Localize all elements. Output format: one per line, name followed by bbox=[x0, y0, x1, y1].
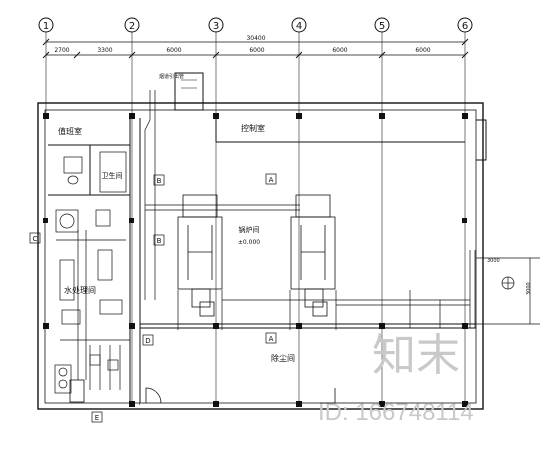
dim-span-6: 6000 bbox=[415, 47, 430, 54]
svg-text:1: 1 bbox=[43, 21, 49, 32]
dim-total: 30400 bbox=[246, 35, 265, 42]
doors bbox=[69, 379, 340, 407]
room-label-duty-room: 值班室 bbox=[58, 126, 82, 136]
dim-span-5: 6000 bbox=[332, 47, 347, 54]
dim-span-4: 6000 bbox=[249, 47, 264, 54]
axis-bubble-6: 6 bbox=[457, 17, 473, 33]
zone-mark-c: C bbox=[33, 235, 38, 243]
svg-text:5: 5 bbox=[379, 21, 385, 32]
boiler-unit-1 bbox=[177, 194, 223, 317]
room-label-water-treatment: 水处理间 bbox=[64, 285, 96, 295]
room-label-control-room: 控制室 bbox=[241, 123, 265, 133]
axis-bubble-5: 5 bbox=[374, 17, 390, 33]
svg-text:3: 3 bbox=[213, 21, 219, 32]
room-label-toilet: 卫生间 bbox=[102, 171, 123, 180]
axis-bubble-3: 3 bbox=[208, 17, 224, 33]
side-dimension-text: 3000 bbox=[526, 282, 532, 295]
exterior-walls bbox=[37, 72, 487, 410]
structural-columns bbox=[43, 113, 468, 407]
flue-note: 烟道引出管 bbox=[159, 73, 184, 80]
svg-text:6: 6 bbox=[462, 21, 468, 32]
watermark-id: ID: 166748114 bbox=[318, 399, 474, 426]
zone-mark-d: D bbox=[145, 337, 150, 345]
axis-bubble-1: 1 bbox=[38, 17, 54, 33]
svg-text:2: 2 bbox=[129, 21, 135, 32]
zone-mark-a-1: A bbox=[269, 176, 274, 184]
zone-mark-b-2: B bbox=[157, 237, 162, 245]
zone-mark-e: E bbox=[95, 414, 99, 422]
svg-text:4: 4 bbox=[296, 21, 302, 32]
side-dimension-marker bbox=[476, 257, 540, 325]
watermark: 知末 ID: 166748114 bbox=[318, 331, 474, 426]
interior-partitions bbox=[48, 118, 476, 405]
grid-axis-bubbles: 1 2 3 4 5 6 bbox=[38, 17, 473, 33]
axis-bubble-4: 4 bbox=[291, 17, 307, 33]
dim-span-2: 3300 bbox=[97, 47, 112, 54]
zone-mark-a-2: A bbox=[269, 335, 274, 343]
boiler-unit-2 bbox=[290, 194, 336, 317]
watermark-logo: 知末 bbox=[372, 331, 460, 380]
room-level-mark: ±0.000 bbox=[238, 239, 260, 246]
side-dimension-text-2: 3000 bbox=[487, 258, 500, 264]
section-marks: B B A A D C E bbox=[29, 173, 277, 423]
room-label-boiler-room: 锅炉间 bbox=[239, 225, 260, 234]
piping-network bbox=[54, 90, 476, 394]
dim-span-1: 2700 bbox=[54, 47, 69, 54]
zone-mark-b-1: B bbox=[157, 177, 162, 185]
dim-span-3: 6000 bbox=[166, 47, 181, 54]
room-label-expansion-room: 除尘间 bbox=[271, 353, 295, 363]
axis-bubble-2: 2 bbox=[124, 17, 140, 33]
dimension-chain: 30400 2700 3300 6000 6000 6000 6000 bbox=[42, 35, 469, 59]
